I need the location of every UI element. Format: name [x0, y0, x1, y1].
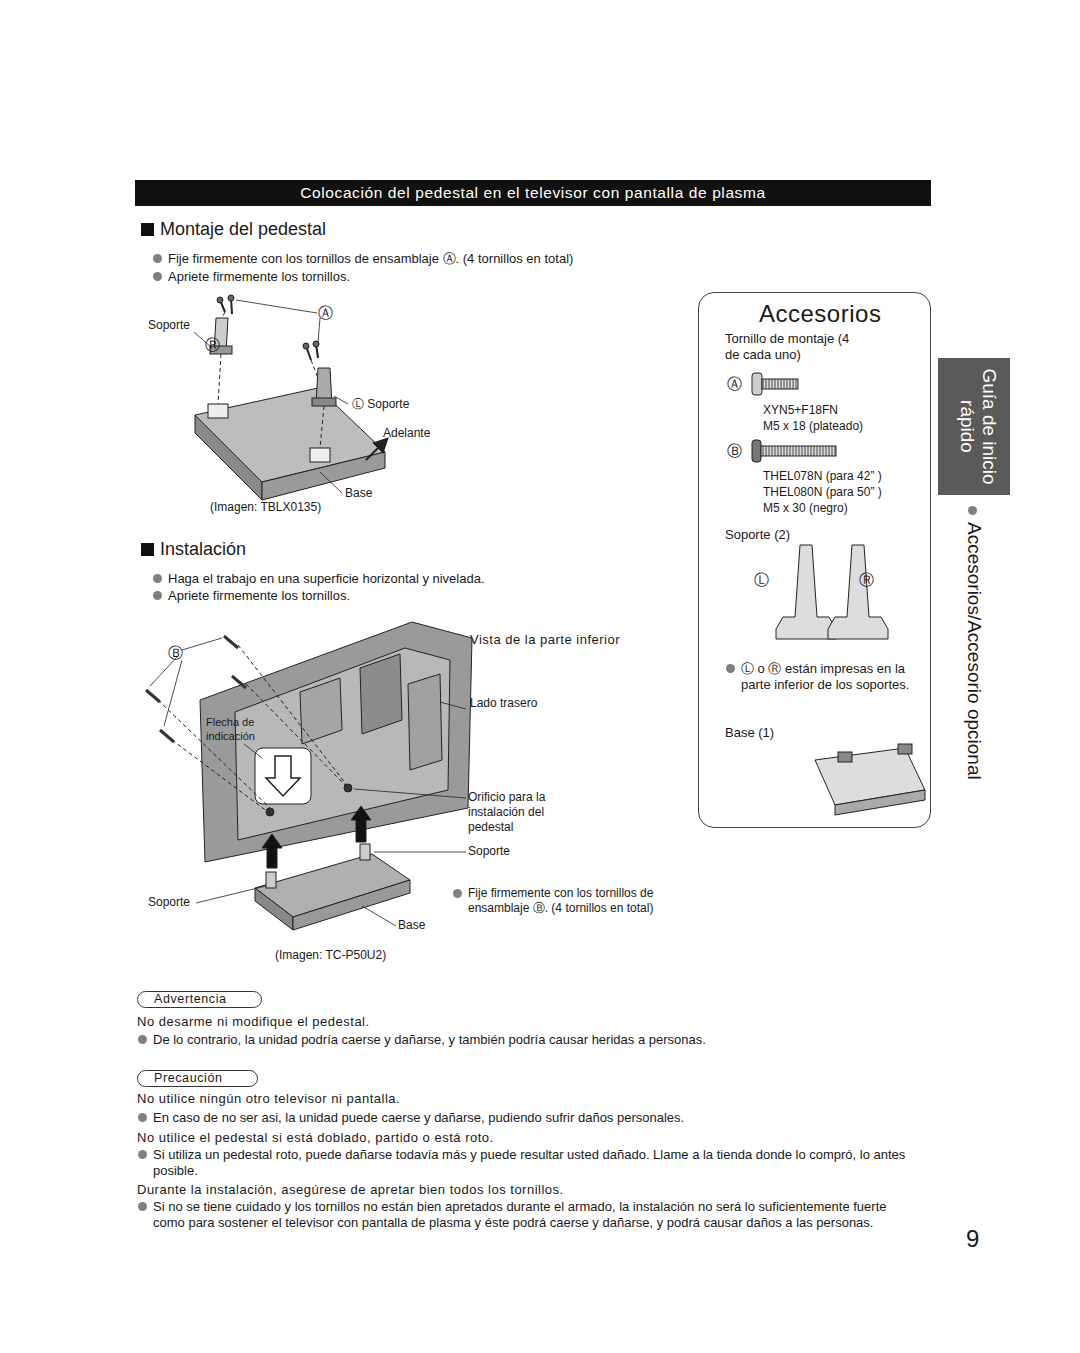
callout-letter: Ⓡ: [205, 336, 220, 355]
section-tab: Guía de inicio rápido: [938, 358, 1010, 495]
tab-text: Guía de inicio rápido: [956, 364, 1000, 489]
side-title: Accesorios/Accesorio opcional: [962, 522, 986, 812]
page-number: 9: [966, 1224, 979, 1254]
bullet-dot: [968, 506, 977, 515]
part-text: M5 x 18 (plateado): [763, 419, 863, 434]
part-text: Tornillo de montaje (4 de cada uno): [725, 331, 855, 364]
label-text: Base: [345, 486, 372, 501]
label-text: Apriete firmemente los tornillos.: [168, 269, 350, 285]
label-text: Base: [398, 918, 425, 933]
label-text: Fije firmemente con los tornillos de ens…: [168, 251, 573, 267]
label-text: (Imagen: TC-P50U2): [275, 948, 386, 963]
pill-text: Precaución: [154, 1071, 223, 1086]
label-text: Ⓛ Soporte: [352, 397, 409, 412]
part-text: Ⓐ: [727, 375, 742, 394]
pill-text: Advertencia: [154, 992, 227, 1007]
label-text: Soporte: [148, 318, 190, 333]
caution-pill: Precaución: [137, 1070, 258, 1087]
bullet-dot: [153, 574, 162, 583]
warning-pill: Advertencia: [137, 991, 262, 1008]
note-heading: Vista de la parte inferior: [470, 632, 620, 648]
bullet-dot: [453, 889, 462, 898]
bullet-dot: [138, 1150, 147, 1159]
label-text: Soporte: [468, 844, 510, 859]
note-heading: Durante la instalación, asegúrese de apr…: [137, 1182, 564, 1198]
label-text: Haga el trabajo en una superficie horizo…: [168, 571, 485, 587]
title-band: Colocación del pedestal en el televisor …: [135, 180, 931, 206]
callout-letter: Ⓐ: [318, 304, 333, 323]
section-heading: Montaje del pedestal: [160, 218, 326, 241]
note-heading: No desarme ni modifique el pedestal.: [137, 1014, 370, 1030]
label-text: Si utiliza un pedestal roto, puede dañar…: [153, 1147, 918, 1180]
box-heading: Accesorios: [759, 299, 881, 329]
label-text: Flecha de indicación: [206, 716, 268, 744]
label-text: Lado trasero: [470, 696, 537, 711]
part-text: M5 x 30 (negro): [763, 501, 848, 516]
bullet-dot: [153, 272, 162, 281]
installation-figure: [146, 622, 472, 930]
bullet-dot: [726, 664, 735, 673]
bullet-dot: [138, 1202, 147, 1211]
label-text: Apriete firmemente los tornillos.: [168, 588, 350, 604]
part-text: Soporte (2): [725, 527, 790, 543]
note-heading: No utilice el pedestal si está doblado, …: [137, 1130, 494, 1146]
label-text: De lo contrario, la unidad podría caerse…: [153, 1032, 706, 1048]
heading-square: [141, 543, 154, 556]
heading-square: [141, 223, 154, 236]
label-text: Soporte: [148, 895, 190, 910]
part-text: Ⓛ o Ⓡ están impresas en la parte inferio…: [741, 661, 921, 694]
part-text: Ⓛ: [754, 571, 769, 590]
label-text: Si no se tiene cuidado y los tornillos n…: [153, 1199, 918, 1232]
part-text: Ⓑ: [727, 442, 742, 461]
label-text: Orificio para la instalación del pedesta…: [468, 790, 573, 835]
part-text: THEL080N (para 50” ): [763, 485, 882, 500]
title-text: Colocación del pedestal en el televisor …: [135, 180, 931, 206]
accessory-parts: [752, 373, 925, 815]
bullet-dot: [138, 1035, 147, 1044]
label-text: En caso de no ser asi, la unidad puede c…: [153, 1110, 684, 1126]
note-heading: No utilice ningún otro televisor ni pant…: [137, 1091, 400, 1107]
section-heading: Instalación: [160, 538, 246, 561]
callout-letter: Ⓑ: [168, 644, 183, 663]
part-text: Base (1): [725, 725, 774, 741]
label-text: Adelante: [383, 426, 430, 441]
bullet-dot: [153, 591, 162, 600]
label-text: Fije firmemente con los tornillos de ens…: [468, 886, 683, 916]
label-text: (Imagen: TBLX0135): [210, 500, 321, 515]
part-text: THEL078N (para 42” ): [763, 469, 882, 484]
bullet-dot: [153, 254, 162, 263]
part-text: XYN5+F18FN: [763, 403, 838, 418]
bullet-dot: [138, 1113, 147, 1122]
part-text: Ⓡ: [859, 571, 874, 590]
accessories-box: AccesoriosTornillo de montaje (4 de cada…: [698, 292, 931, 828]
